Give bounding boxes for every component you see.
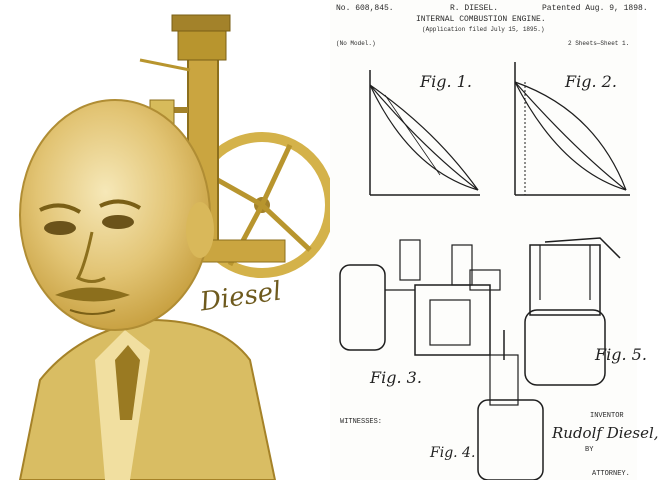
portrait-panel: Diesel bbox=[18, 14, 335, 480]
fig-2-label: Fig. 2. bbox=[565, 72, 617, 91]
patent-sheets: 2 Sheets—Sheet 1. bbox=[568, 40, 630, 47]
by-label: BY bbox=[585, 446, 594, 454]
patent-title: INTERNAL COMBUSTION ENGINE. bbox=[416, 15, 546, 24]
fig-3-label: Fig. 3. bbox=[370, 368, 422, 387]
patent-number: No. 608,845. bbox=[336, 4, 394, 13]
attorney-label: ATTORNEY. bbox=[592, 470, 630, 478]
witnesses-label: WITNESSES: bbox=[340, 418, 383, 426]
portrait-illustration bbox=[18, 14, 335, 480]
patent-drawing: No. 608,845. R. DIESEL. Patented Aug. 9,… bbox=[330, 0, 659, 480]
patent-application: (Application filed July 15, 1895.) bbox=[422, 26, 545, 33]
suit bbox=[18, 318, 277, 480]
patent-date: Patented Aug. 9, 1898. bbox=[542, 4, 648, 13]
fig-5-label: Fig. 5. bbox=[595, 345, 647, 364]
patent-line-art bbox=[339, 62, 630, 480]
fig-1-label: Fig. 1. bbox=[420, 72, 472, 91]
fig-4-label: Fig. 4. bbox=[430, 445, 476, 461]
inventor-label: INVENTOR bbox=[590, 412, 624, 420]
patent-model: (No Model.) bbox=[336, 40, 376, 47]
inventor-signature: Rudolf Diesel, bbox=[552, 424, 659, 442]
tie bbox=[115, 345, 140, 420]
patent-inventor-header: R. DIESEL. bbox=[450, 4, 499, 13]
